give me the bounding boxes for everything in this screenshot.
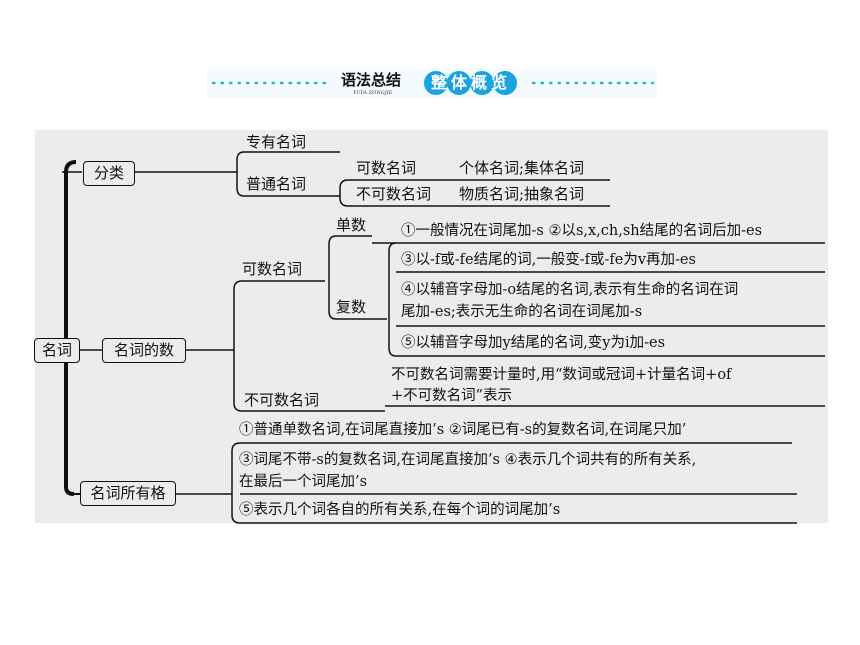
uncountable-noun-label: 不可数名词	[244, 391, 320, 409]
category-node: 分类	[83, 161, 135, 186]
banner-left-subtitle: YUFA ZONGJIE	[353, 90, 393, 96]
uncountable-type-label: 不可数名词	[356, 185, 432, 203]
singular-label: 单数	[336, 216, 367, 234]
plural-rule-4-line2: 尾加-es;表示无生命的名词在词尾加-s	[401, 304, 643, 320]
possessive-node: 名词所有格	[80, 481, 176, 506]
common-noun-label: 普通名词	[246, 175, 307, 193]
proper-noun-label: 专有名词	[246, 133, 307, 151]
plural-rule-1: ①一般情况在词尾加-s ②以s,x,ch,sh结尾的名词后加-es	[401, 223, 763, 239]
possessive-rule-5: ⑤表示几个词各自的所有关系,在每个词的词尾加’s	[239, 502, 561, 518]
uncountable-rule-line2: +不可数名词”表示	[391, 388, 513, 404]
number-node: 名词的数	[102, 338, 186, 363]
banner-right-title: 整体概览	[430, 73, 511, 92]
plural-label: 复数	[336, 298, 367, 316]
banner-graphic	[207, 68, 657, 98]
countable-type-label: 可数名词	[356, 159, 417, 177]
section-banner: 语法总结 YUFA ZONGJIE 整体概览	[207, 66, 657, 100]
possessive-rule-3-line2: 在最后一个词尾加’s	[239, 474, 368, 490]
plural-rule-5: ⑤以辅音字母加y结尾的名词,变y为i加-es	[401, 335, 666, 351]
possessive-rule-1: ①普通单数名词,在词尾直接加’s ②词尾已有-s的复数名词,在词尾只加’	[239, 422, 687, 438]
countable-type-detail: 个体名词;集体名词	[459, 159, 585, 177]
uncountable-type-detail: 物质名词;抽象名词	[459, 185, 585, 203]
plural-rule-4-line1: ④以辅音字母加-o结尾的名词,表示有生命的名词在词	[401, 282, 739, 298]
root-node: 名词	[34, 338, 80, 363]
possessive-rule-3-line1: ③词尾不带-s的复数名词,在词尾直接加’s ④表示几个词共有的所有关系,	[239, 452, 697, 468]
countable-noun-label: 可数名词	[242, 260, 303, 278]
uncountable-rule-line1: 不可数名词需要计量时,用“数词或冠词+计量名词+of	[391, 367, 732, 383]
banner-left-title: 语法总结	[341, 71, 402, 89]
plural-rule-3: ③以-f或-fe结尾的词,一般变-f或-fe为v再加-es	[401, 252, 696, 268]
